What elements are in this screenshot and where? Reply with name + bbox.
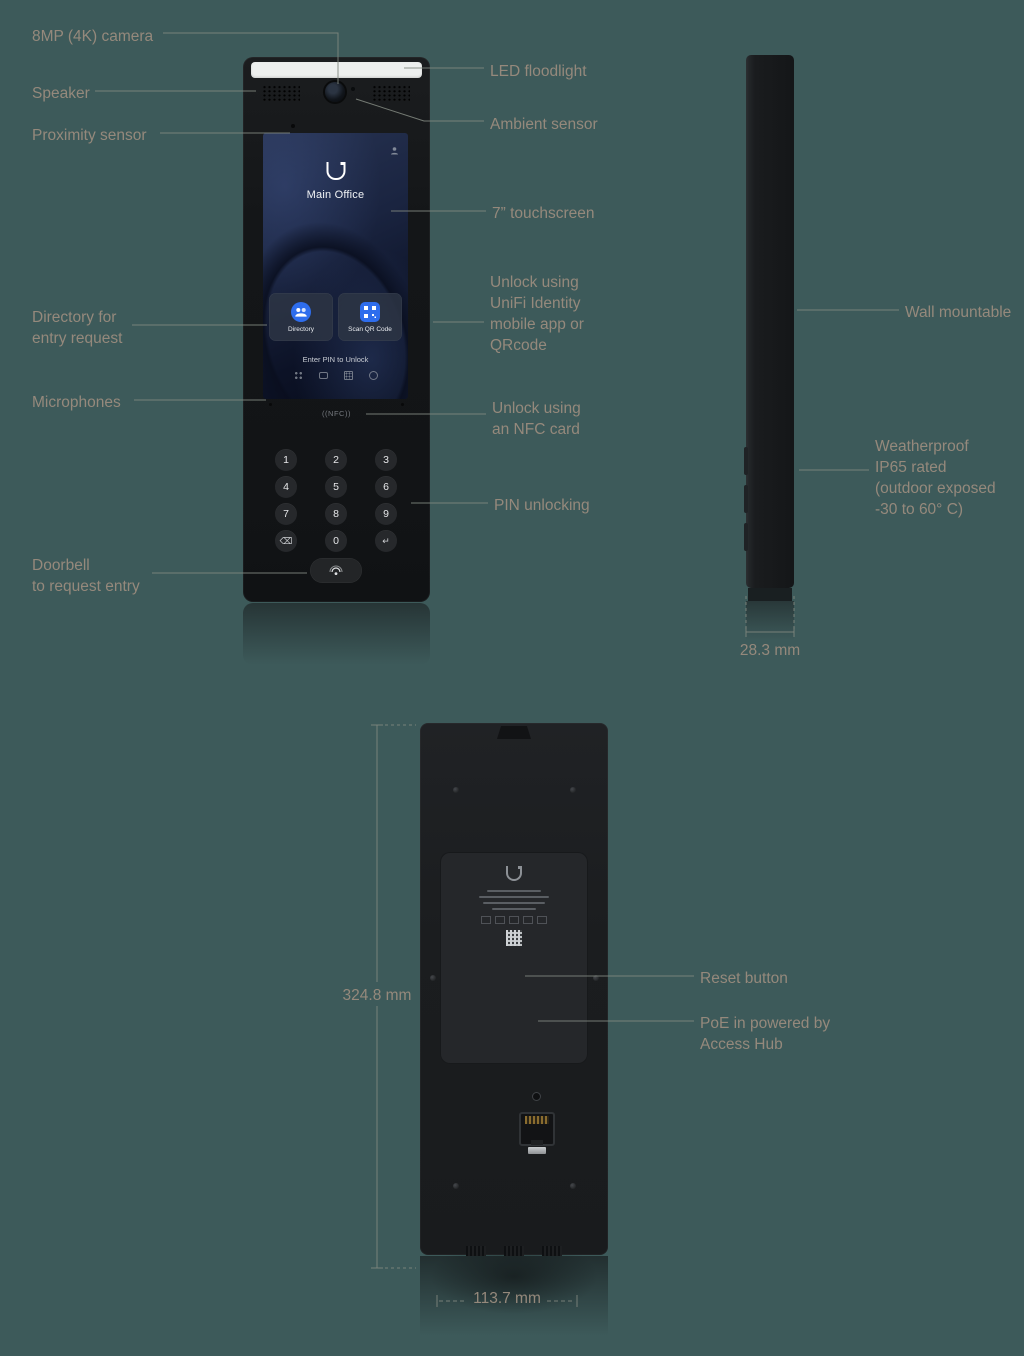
apps-icon[interactable]	[293, 371, 303, 380]
bottom-vent-rib	[542, 1246, 562, 1256]
label-text-line	[483, 902, 545, 904]
mounting-plate	[440, 852, 588, 1154]
pinpad-icon[interactable]	[343, 371, 353, 380]
side-view-reflection	[746, 601, 794, 641]
bottom-vent-rib	[466, 1246, 486, 1256]
dimension-width-label: 113.7 mm	[473, 1290, 541, 1307]
label-text-line	[479, 896, 549, 898]
user-icon	[390, 142, 399, 160]
callout-poe-label: PoE in powered by Access Hub	[700, 1015, 831, 1053]
callout-directory-label: Directory for entry request	[32, 309, 123, 347]
keypad-key-0[interactable]: 0	[325, 530, 347, 552]
keypad-key-8[interactable]: 8	[325, 503, 347, 525]
led-floodlight-bar	[251, 62, 422, 78]
directory-icon	[291, 301, 311, 322]
keypad-key-2[interactable]: 2	[325, 449, 347, 471]
nfc-reader-label: ((NFC))	[322, 409, 351, 418]
certification-marks	[481, 916, 547, 924]
screen-buttons-row: Directory Scan QR Code	[269, 293, 402, 341]
dimension-depth-label: 28.3 mm	[739, 642, 801, 659]
screw	[453, 787, 459, 793]
doorbell-ring-icon	[329, 564, 343, 575]
side-gasket-bump	[744, 485, 748, 513]
label-text-line	[492, 908, 536, 910]
side-gasket-bump	[744, 447, 748, 475]
bottom-vent-rib	[504, 1246, 524, 1256]
speaker-grille-right	[372, 85, 410, 102]
front-view-reflection	[243, 603, 430, 665]
directory-button[interactable]: Directory	[269, 293, 333, 341]
callout-proximity-label: Proximity sensor	[32, 127, 147, 144]
side-gasket-bump	[744, 523, 748, 551]
keypad-key-1[interactable]: 1	[275, 449, 297, 471]
screw	[570, 787, 576, 793]
screw	[430, 975, 436, 981]
screw	[570, 1183, 576, 1189]
callout-unlock-nfc-label: Unlock using an NFC card	[492, 400, 581, 438]
callout-pin-label: PIN unlocking	[494, 497, 590, 514]
microphone-hole-left	[269, 403, 272, 406]
callout-doorbell-label: Doorbell to request entry	[32, 557, 140, 595]
callout-ambient-label: Ambient sensor	[490, 116, 598, 133]
callout-wall-label: Wall mountable	[905, 304, 1012, 321]
callout-touchscreen-label: 7” touchscreen	[492, 205, 595, 222]
callout-camera-label: 8MP (4K) camera	[32, 28, 154, 45]
camera-lens	[325, 82, 345, 102]
doorbell-button[interactable]	[310, 558, 362, 583]
keypad-key-7[interactable]: 7	[275, 503, 297, 525]
keypad-backspace-key[interactable]: ⌫	[275, 530, 297, 552]
ethernet-port	[519, 1112, 555, 1146]
ethernet-port-tab	[528, 1147, 546, 1154]
keypad-key-4[interactable]: 4	[275, 476, 297, 498]
touchscreen[interactable]: Main Office Directory	[263, 133, 408, 399]
screen-location-title: Main Office	[306, 189, 365, 201]
ambient-sensor-dot	[351, 87, 355, 91]
proximity-sensor-dot	[291, 124, 295, 128]
intercom-front-view: Main Office Directory	[243, 57, 430, 602]
screw	[593, 975, 599, 981]
scan-qr-button-label: Scan QR Code	[348, 325, 392, 333]
directory-button-label: Directory	[287, 325, 314, 333]
keypad-key-5[interactable]: 5	[325, 476, 347, 498]
ubiquiti-logo-back-icon	[506, 866, 522, 881]
screw	[453, 1183, 459, 1189]
mounting-hook-recess	[497, 726, 531, 739]
keypad-enter-key[interactable]: ↵	[375, 530, 397, 552]
screen-nav-row	[263, 371, 408, 380]
call-icon[interactable]	[368, 371, 378, 380]
scan-qr-button[interactable]: Scan QR Code	[338, 293, 402, 341]
keypad-key-9[interactable]: 9	[375, 503, 397, 525]
callout-microphones-label: Microphones	[32, 394, 121, 411]
serial-qr-code	[506, 930, 522, 946]
intercom-side-view	[744, 55, 794, 588]
qr-code-icon	[360, 301, 380, 322]
keypad-key-6[interactable]: 6	[375, 476, 397, 498]
ubiquiti-logo-icon	[326, 162, 345, 180]
keycard-icon[interactable]	[318, 372, 328, 379]
pin-hint-text: Enter PIN to Unlock	[302, 355, 369, 364]
speaker-grille-left	[262, 85, 300, 102]
callout-reset-label: Reset button	[700, 970, 788, 987]
reset-button[interactable]	[532, 1092, 541, 1101]
callout-unlock-app-label: Unlock using UniFi Identity mobile app o…	[490, 274, 584, 354]
intercom-back-view	[420, 723, 608, 1256]
side-view-base	[748, 588, 792, 601]
callout-speaker-label: Speaker	[32, 85, 90, 102]
microphone-hole-right	[401, 403, 404, 406]
callout-weatherproof-label: Weatherproof IP65 rated (outdoor exposed…	[875, 438, 996, 518]
callout-led-label: LED floodlight	[490, 63, 587, 80]
label-text-line	[487, 890, 541, 892]
dimension-height-label: 324.8 mm	[342, 987, 412, 1004]
keypad-key-3[interactable]: 3	[375, 449, 397, 471]
